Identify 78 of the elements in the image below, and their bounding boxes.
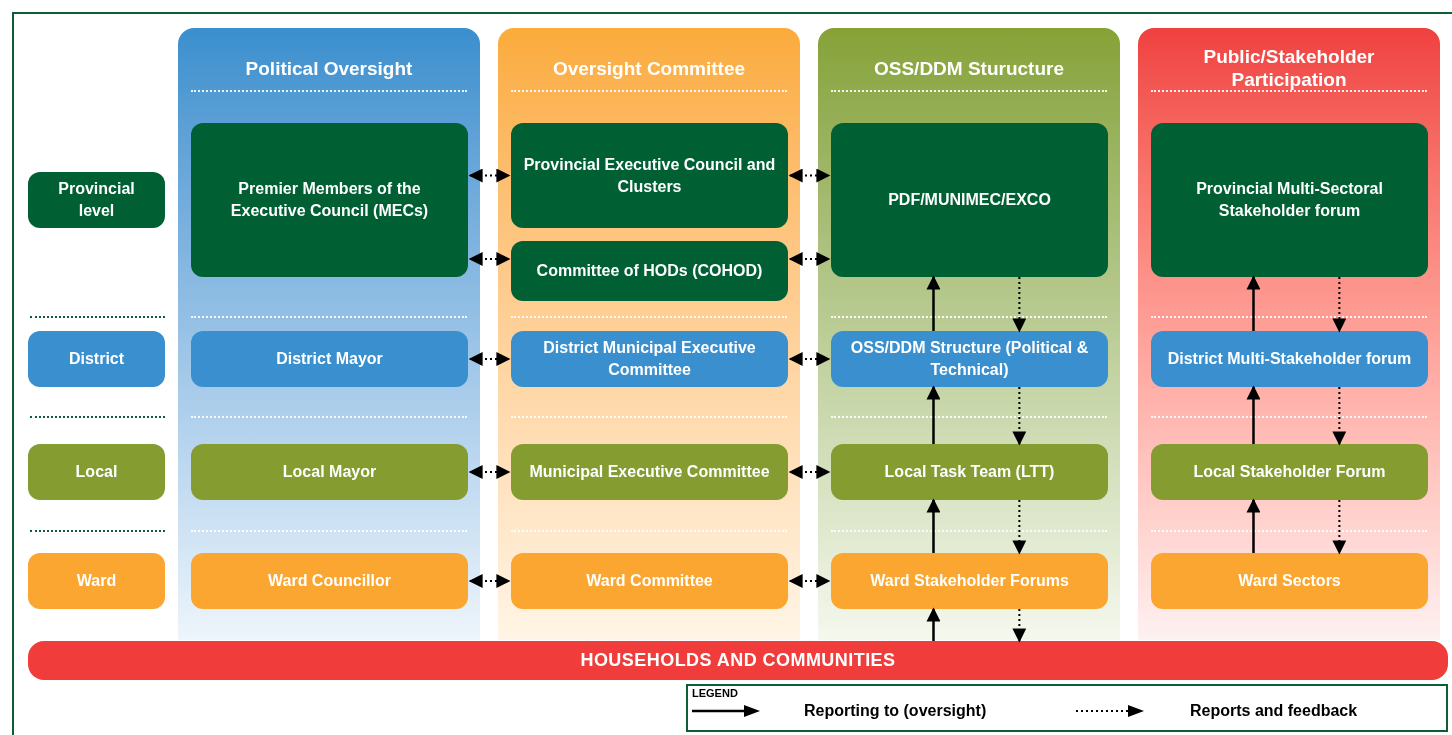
org-box: [831, 553, 1108, 609]
org-box: [511, 444, 788, 500]
box-label: District: [68, 349, 125, 369]
level-label-box: [28, 444, 165, 500]
org-box: [1151, 553, 1428, 609]
column-heading: Oversight Committee: [552, 56, 746, 80]
arrow: [1332, 386, 1347, 446]
arrow: [1012, 499, 1027, 555]
column-panel: [1138, 28, 1440, 640]
org-box: [191, 444, 468, 500]
box-label: Provincial level: [57, 179, 136, 221]
org-box: [831, 444, 1108, 500]
box-label: District Multi-Stakeholder forum: [1167, 349, 1412, 369]
org-box: [511, 123, 788, 228]
column-panel: [178, 28, 480, 640]
org-box: [1151, 444, 1428, 500]
box-label: Local Stakeholder Forum: [1193, 462, 1386, 482]
org-box: [511, 553, 788, 609]
box-label: District Mayor: [276, 349, 383, 369]
arrow: [1012, 386, 1027, 446]
legend-text: Reports and feedback: [1190, 701, 1358, 721]
box-label: Committee of HODs (COHOD): [536, 261, 763, 281]
box-label: Ward Committee: [586, 571, 713, 591]
arrow: [1332, 499, 1347, 555]
arrow: [1332, 276, 1347, 333]
box-label: PDF/MUNIMEC/EXCO: [888, 190, 1051, 210]
arrow: [926, 385, 941, 444]
box-label: Provincial Multi-Sectoral Stakeholder forum: [1195, 179, 1384, 221]
arrow: [926, 275, 941, 331]
arrow: [788, 168, 831, 183]
arrow: [468, 465, 511, 479]
arrow: [926, 498, 941, 553]
box-label: Provincial Executive Council and Clusters: [523, 154, 776, 197]
box-label: Ward Sectors: [1238, 571, 1341, 591]
box-label: Ward: [76, 571, 117, 591]
level-label-box: [28, 331, 165, 387]
column-heading: Public/Stakeholder Participation: [1202, 45, 1376, 91]
arrow: [788, 574, 831, 588]
org-box: [191, 123, 468, 277]
column-heading: Political Oversight: [245, 56, 413, 80]
box-label: Local: [75, 462, 118, 482]
org-box: [511, 331, 788, 387]
arrow: [788, 252, 831, 266]
households-bar: [28, 641, 1448, 680]
arrow: [1246, 275, 1261, 331]
org-box: [1151, 123, 1428, 277]
arrow: [1012, 276, 1027, 333]
box-label: Local Task Team (LTT): [884, 462, 1055, 482]
arrow: [1246, 385, 1261, 444]
box-label: Ward Councillor: [268, 571, 391, 591]
level-label-box: [28, 553, 165, 609]
arrow: [1246, 498, 1261, 553]
box-label: OSS/DDM Structure (Political & Technical): [849, 338, 1090, 380]
arrow: [468, 168, 511, 183]
box-label: Local Mayor: [282, 462, 377, 482]
column-heading: OSS/DDM Sturucture: [874, 56, 1064, 80]
arrow: [1012, 608, 1027, 643]
arrow: [468, 252, 511, 266]
org-box: [1151, 331, 1428, 387]
box-label: Municipal Executive Committee: [529, 462, 770, 482]
level-label-box: [28, 172, 165, 228]
box-label: Ward Stakeholder Forums: [870, 571, 1069, 591]
legend-text: Reporting to (oversight): [804, 701, 987, 721]
arrow: [788, 352, 831, 366]
arrow: [468, 574, 511, 588]
box-label: Premier Members of the Executive Council (MECs): [229, 179, 430, 221]
arrow: [788, 465, 831, 479]
arrow: [468, 352, 511, 366]
org-box: [831, 123, 1108, 277]
column-panel: [818, 28, 1120, 640]
bar-label: HOUSEHOLDS AND COMMUNITIES: [580, 649, 896, 672]
box-label: District Municipal Executive Committee: [542, 338, 757, 380]
org-box: [191, 553, 468, 609]
column-panel: [498, 28, 800, 640]
org-box: [511, 241, 788, 301]
org-box: [191, 331, 468, 387]
arrow: [926, 607, 941, 641]
org-box: [831, 331, 1108, 387]
